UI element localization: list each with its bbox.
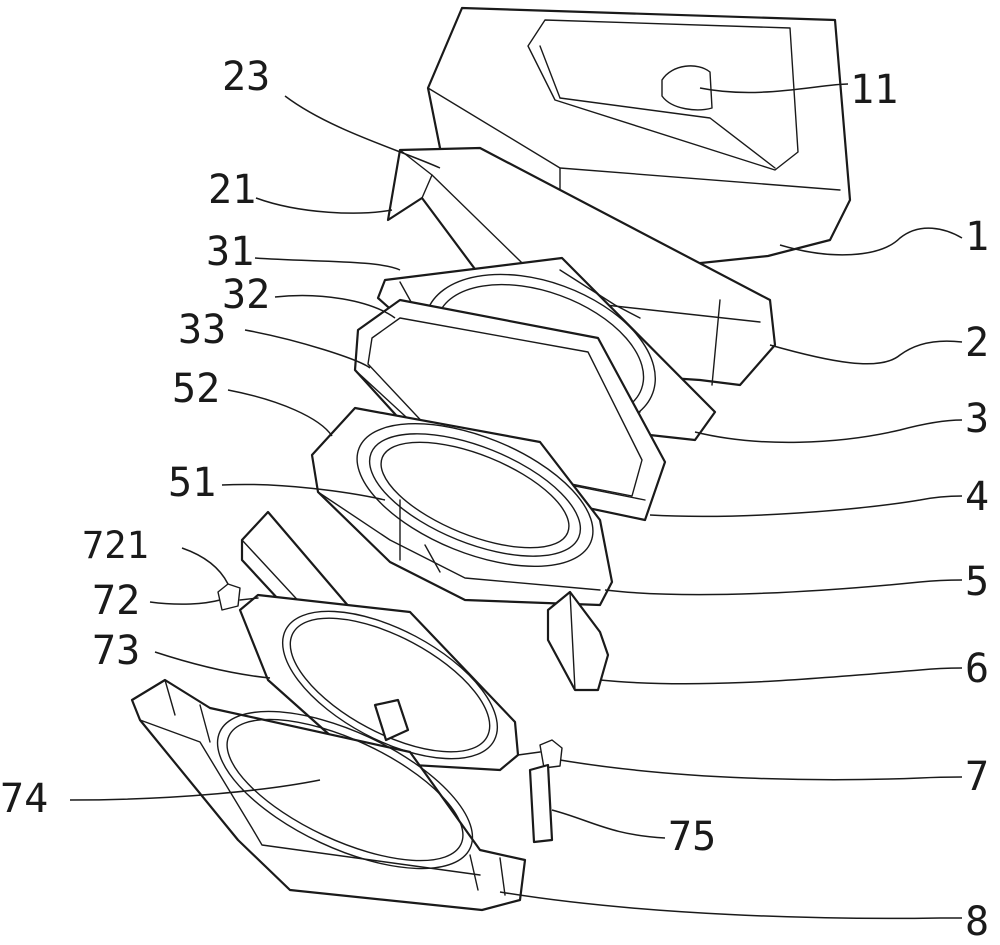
label-6: 6 <box>965 646 989 692</box>
label-73: 73 <box>92 628 140 674</box>
label-75: 75 <box>668 814 716 860</box>
label-1: 1 <box>965 214 989 260</box>
label-721: 721 <box>82 524 149 567</box>
label-21: 21 <box>208 167 256 213</box>
part-4-ring <box>353 298 667 522</box>
label-31: 31 <box>206 229 254 275</box>
label-4: 4 <box>965 474 989 520</box>
label-23: 23 <box>222 54 270 100</box>
label-5: 5 <box>965 559 989 605</box>
label-33: 33 <box>178 307 226 353</box>
label-32: 32 <box>222 272 270 318</box>
label-2: 2 <box>965 320 989 366</box>
label-7: 7 <box>965 754 989 800</box>
leader-lines <box>69 83 963 920</box>
part-721-terminal <box>217 583 241 611</box>
label-8: 8 <box>965 899 989 945</box>
label-52: 52 <box>172 366 220 412</box>
label-74: 74 <box>0 776 48 822</box>
label-72: 72 <box>92 578 140 624</box>
part-7-lower-spring <box>217 583 563 772</box>
part-labels: 11 23 21 1 31 32 33 2 52 3 51 4 721 5 72… <box>0 54 989 945</box>
label-11: 11 <box>850 67 898 113</box>
label-3: 3 <box>965 396 989 442</box>
part-8-base <box>130 678 527 912</box>
label-51: 51 <box>168 460 216 506</box>
part-5-carrier <box>310 406 614 607</box>
part-11-notch <box>661 65 713 111</box>
